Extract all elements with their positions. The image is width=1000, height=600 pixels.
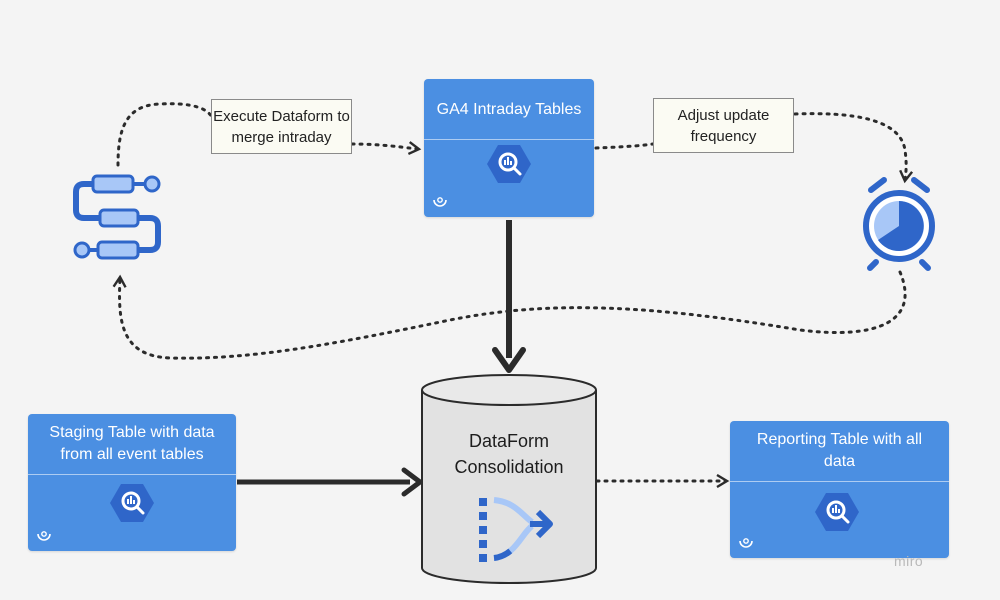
miro-watermark: miro: [894, 553, 924, 569]
ga4-intraday-tables-card[interactable]: GA4 Intraday Tables: [424, 79, 594, 217]
card-divider: [730, 481, 949, 482]
arrow-head-ga4: [492, 347, 526, 373]
card-divider: [28, 474, 236, 475]
connector-workflow-to-ga4: [116, 102, 214, 167]
bigquery-icon: [815, 493, 859, 531]
connector-ga4-to-note: [594, 142, 655, 150]
bigquery-icon: [487, 145, 531, 183]
card-type-icon: [433, 197, 447, 207]
reporting-table-card[interactable]: Reporting Table with all data: [730, 421, 949, 558]
merge-icon: [479, 497, 553, 562]
staging-table-card[interactable]: Staging Table with data from all event t…: [28, 414, 236, 551]
consolidation-cylinder[interactable]: [421, 374, 597, 584]
reporting-table-title: Reporting Table with all data: [756, 431, 923, 470]
alarm-clock-icon[interactable]: [863, 177, 935, 271]
note-adjust-frequency[interactable]: Adjust update frequency: [653, 98, 794, 153]
connector-note-to-ga4: [350, 144, 418, 149]
workflow-icon[interactable]: [73, 174, 161, 260]
bigquery-icon: [110, 484, 154, 522]
connector-scheduler-to-workflow: [120, 270, 907, 360]
connector-note-to-scheduler: [793, 112, 906, 180]
consolidation-title: DataForm Consolidation: [454, 431, 564, 477]
staging-table-title: Staging Table with data from all event t…: [49, 424, 215, 463]
ga4-intraday-tables-title: GA4 Intraday Tables: [436, 101, 582, 118]
card-divider: [424, 139, 594, 140]
card-type-icon: [37, 531, 51, 541]
arrow-head-staging: [401, 467, 423, 497]
card-type-icon: [739, 538, 753, 548]
note-execute-dataform[interactable]: Execute Dataform to merge intraday: [211, 99, 352, 154]
